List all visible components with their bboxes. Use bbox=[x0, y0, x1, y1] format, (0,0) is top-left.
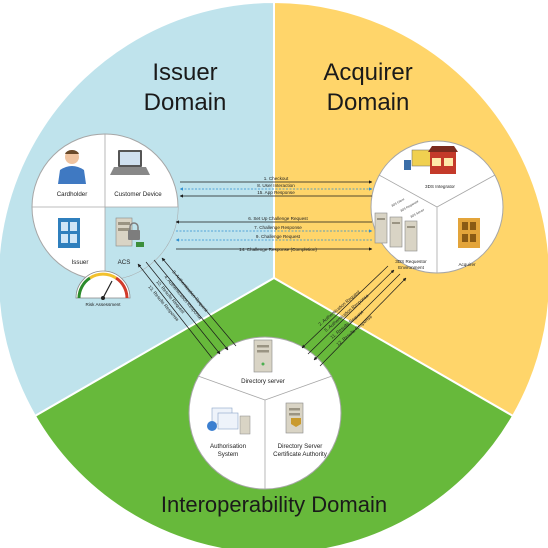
arrow-3ds-ds-5 bbox=[307, 269, 395, 355]
acquirer-label: Acquirer bbox=[458, 262, 476, 267]
ca-label-line1: Directory Server bbox=[278, 443, 323, 450]
msg-challenge-request: 9. Challenge Request bbox=[256, 234, 301, 239]
msg-user-interaction: 8. User Interaction bbox=[257, 183, 295, 188]
directory-server-icon bbox=[253, 339, 273, 373]
requestor-label-line1: 3DS Requestor bbox=[395, 259, 427, 264]
issuer-label: Issuer bbox=[72, 259, 89, 266]
middle-message-group: 6. Set Up Challenge Request 7. Challenge… bbox=[175, 216, 373, 252]
arrow-acs-ds-10 bbox=[145, 261, 221, 355]
arrow-3ds-ds-12 bbox=[319, 277, 407, 367]
msg-challenge-response: 7. Challenge Response bbox=[254, 225, 302, 230]
authorisation-label-line2: System bbox=[218, 451, 239, 458]
issuer-node-group: Cardholder Customer Device Issuer ACS bbox=[31, 133, 179, 281]
server-tag-client: 3DS Client bbox=[391, 197, 406, 208]
authorisation-label-line1: Authorisation bbox=[210, 443, 247, 450]
acquirer-domain-title-line1: Acquirer bbox=[323, 59, 412, 86]
issuer-building-icon bbox=[58, 218, 80, 248]
customer-device-label: Customer Device bbox=[114, 191, 162, 198]
directory-server-label: Directory server bbox=[241, 378, 285, 385]
issuer-domain-title-line2: Domain bbox=[144, 89, 227, 116]
requestor-servers-icon bbox=[374, 212, 418, 252]
certificate-authority-icon bbox=[285, 402, 304, 434]
acquirer-building-icon bbox=[458, 218, 480, 248]
msg-challenge-completion: 14. Challenge Response (Completion) bbox=[239, 247, 317, 252]
acquirer-domain-title-line2: Domain bbox=[327, 89, 410, 116]
acquirer-divider-right bbox=[436, 174, 496, 208]
arrow-3ds-ds-2 bbox=[301, 265, 389, 349]
ca-label-line2: Certificate Authority bbox=[273, 451, 328, 458]
interop-divider-left bbox=[197, 375, 266, 401]
cardholder-icon bbox=[58, 149, 86, 184]
acs-label: ACS bbox=[118, 259, 131, 266]
interoperability-domain-title: Interoperability Domain bbox=[161, 492, 387, 517]
integrator-shop-icon bbox=[404, 146, 458, 174]
cardholder-label: Cardholder bbox=[57, 191, 88, 198]
acquirer-divider-top bbox=[378, 174, 438, 208]
arrow-3ds-ds-11 bbox=[313, 273, 401, 361]
interop-node-group: Directory server Authorisation System Di… bbox=[188, 336, 342, 490]
risk-assessment-gauge-icon bbox=[75, 270, 131, 300]
arrow-acs-ds-4 bbox=[153, 259, 229, 351]
acs-server-lock-icon bbox=[115, 217, 144, 247]
interop-divider-right bbox=[264, 375, 333, 401]
arrow-acs-ds-13 bbox=[137, 263, 213, 359]
arrow-acs-ds-3 bbox=[161, 257, 237, 347]
msg-setup-challenge: 6. Set Up Challenge Request bbox=[248, 216, 308, 221]
acquirer-node-group: 3DS Integrator 3DS Client 3DS Requestor … bbox=[370, 140, 504, 274]
issuer-domain-title-line1: Issuer bbox=[152, 59, 217, 86]
top-message-group: 1. Checkout 8. User Interaction 15. App … bbox=[179, 176, 373, 198]
msg-checkout: 1. Checkout bbox=[264, 176, 289, 181]
integrator-label: 3DS Integrator bbox=[425, 184, 455, 189]
server-tag-server: 3DS Server bbox=[410, 208, 425, 219]
authorisation-system-icon bbox=[207, 407, 251, 435]
risk-assessment-label: Risk Assessment bbox=[86, 302, 122, 307]
customer-device-icon bbox=[110, 150, 150, 175]
requestor-label-line2: Environment bbox=[398, 265, 425, 270]
msg-app-response: 15. App Response bbox=[257, 190, 295, 195]
